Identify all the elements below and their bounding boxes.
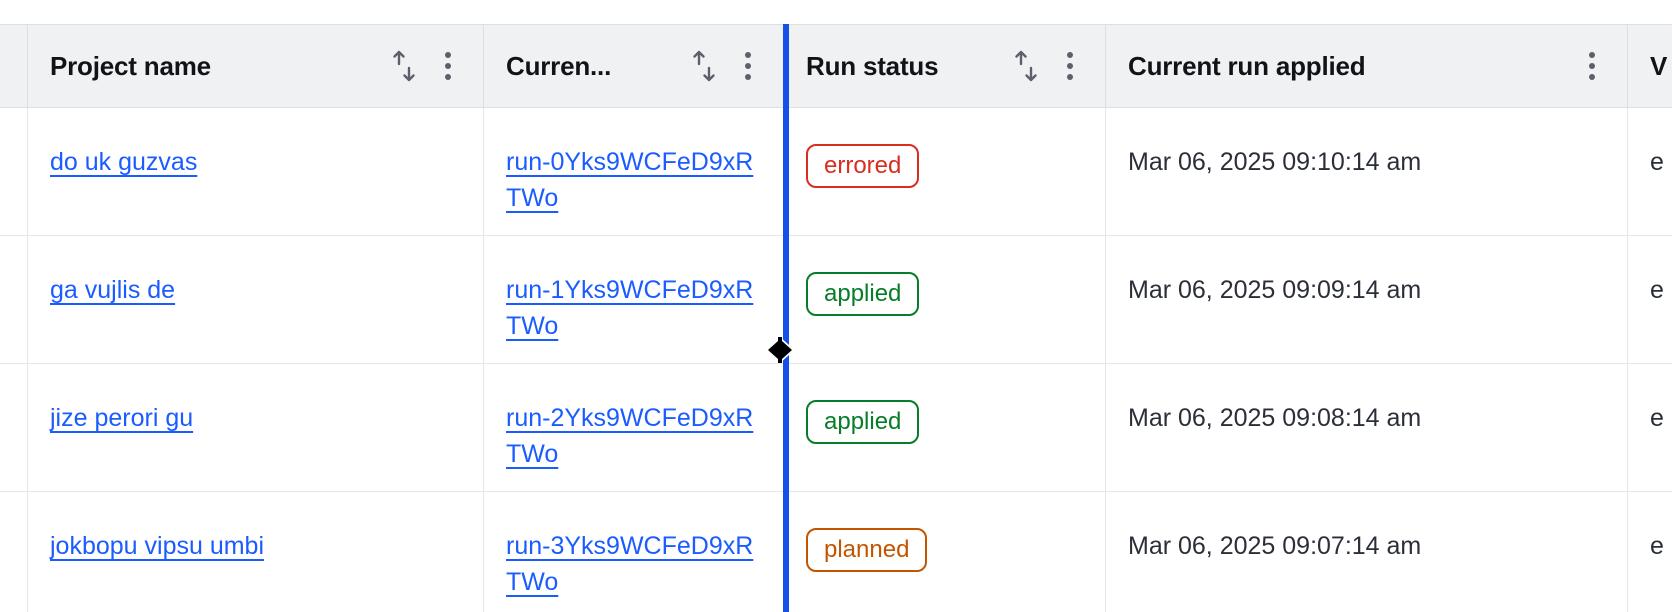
project-name-link[interactable]: ga vujlis de [50, 276, 176, 304]
column-header-label-run-status: Run status [806, 50, 939, 81]
cell-project-name: do uk guzvas [28, 108, 484, 235]
table-row[interactable]: jize perori gu run-2Yks9WCFeD9xRTWo appl… [0, 364, 1672, 492]
column-resize-indicator[interactable] [783, 24, 789, 612]
current-run-applied-value: Mar 06, 2025 09:09:14 am [1128, 276, 1422, 304]
cell-clipped-column: e [1628, 492, 1672, 612]
clipped-value: e [1650, 532, 1664, 560]
cell-current-run: run-1Yks9WCFeD9xRTWo [484, 236, 784, 363]
kebab-menu-icon[interactable] [435, 47, 461, 85]
cell-run-status: applied [784, 236, 1106, 363]
column-header-label-current-run-applied: Current run applied [1128, 50, 1366, 81]
sort-icon[interactable] [689, 47, 719, 85]
current-run-applied-value: Mar 06, 2025 09:10:14 am [1128, 148, 1422, 176]
clipped-value: e [1650, 404, 1664, 432]
cell-current-run-applied: Mar 06, 2025 09:08:14 am [1106, 364, 1628, 491]
clipped-value: e [1650, 148, 1664, 176]
column-header-project-name[interactable]: Project name [28, 25, 484, 107]
column-header-label-current-run: Curren... [506, 50, 612, 81]
project-name-link[interactable]: do uk guzvas [50, 148, 198, 176]
table-body: do uk guzvas run-0Yks9WCFeD9xRTWo errore… [0, 108, 1672, 612]
table-row[interactable]: jokbopu vipsu umbi run-3Yks9WCFeD9xRTWo … [0, 492, 1672, 612]
column-header-clipped-column[interactable]: V [1628, 25, 1672, 107]
cell-run-status: applied [784, 364, 1106, 491]
cell-current-run-applied: Mar 06, 2025 09:10:14 am [1106, 108, 1628, 235]
cell-current-run-applied: Mar 06, 2025 09:09:14 am [1106, 236, 1628, 363]
status-badge: errored [806, 144, 920, 188]
status-badge: applied [806, 272, 920, 316]
cell-row-select[interactable] [0, 364, 28, 491]
kebab-menu-icon[interactable] [1579, 47, 1605, 85]
column-header-label-project-name: Project name [50, 50, 211, 81]
cell-current-run: run-3Yks9WCFeD9xRTWo [484, 492, 784, 612]
status-badge: planned [806, 528, 928, 572]
table-row[interactable]: do uk guzvas run-0Yks9WCFeD9xRTWo errore… [0, 108, 1672, 236]
cell-run-status: planned [784, 492, 1106, 612]
column-header-row-select[interactable] [0, 25, 28, 107]
current-run-link[interactable]: run-0Yks9WCFeD9xRTWo [506, 148, 754, 213]
column-header-current-run-applied[interactable]: Current run applied [1106, 25, 1628, 107]
cell-current-run-applied: Mar 06, 2025 09:07:14 am [1106, 492, 1628, 612]
cell-project-name: jokbopu vipsu umbi [28, 492, 484, 612]
sort-icon[interactable] [389, 47, 419, 85]
cell-row-select[interactable] [0, 492, 28, 612]
current-run-link[interactable]: run-2Yks9WCFeD9xRTWo [506, 404, 754, 469]
current-run-link[interactable]: run-1Yks9WCFeD9xRTWo [506, 276, 754, 341]
cell-clipped-column: e [1628, 236, 1672, 363]
cell-project-name: jize perori gu [28, 364, 484, 491]
cell-row-select[interactable] [0, 236, 28, 363]
project-name-link[interactable]: jize perori gu [50, 404, 194, 432]
cell-row-select[interactable] [0, 108, 28, 235]
table-row[interactable]: ga vujlis de run-1Yks9WCFeD9xRTWo applie… [0, 236, 1672, 364]
status-badge: applied [806, 400, 920, 444]
kebab-menu-icon[interactable] [1057, 47, 1083, 85]
kebab-menu-icon[interactable] [735, 47, 761, 85]
cell-current-run: run-2Yks9WCFeD9xRTWo [484, 364, 784, 491]
current-run-link[interactable]: run-3Yks9WCFeD9xRTWo [506, 532, 754, 597]
clipped-value: e [1650, 276, 1664, 304]
project-name-link[interactable]: jokbopu vipsu umbi [50, 532, 265, 560]
cell-run-status: errored [784, 108, 1106, 235]
cell-current-run: run-0Yks9WCFeD9xRTWo [484, 108, 784, 235]
column-header-current-run[interactable]: Curren... [484, 25, 784, 107]
column-header-label-clipped-column: V [1650, 50, 1668, 81]
cell-project-name: ga vujlis de [28, 236, 484, 363]
column-header-run-status[interactable]: Run status [784, 25, 1106, 107]
current-run-applied-value: Mar 06, 2025 09:07:14 am [1128, 532, 1422, 560]
current-run-applied-value: Mar 06, 2025 09:08:14 am [1128, 404, 1422, 432]
cell-clipped-column: e [1628, 108, 1672, 235]
table-header-row: Project name Curren... Run sta [0, 24, 1672, 108]
cell-clipped-column: e [1628, 364, 1672, 491]
sort-icon[interactable] [1011, 47, 1041, 85]
